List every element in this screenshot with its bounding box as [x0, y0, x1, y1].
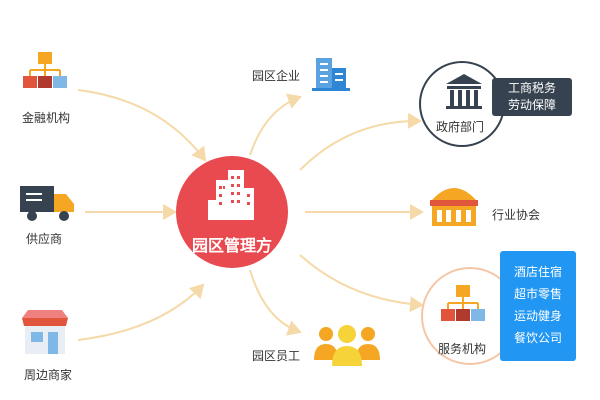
- connector-arrows: [77, 89, 424, 341]
- government-building-icon: [446, 74, 482, 109]
- city-buildings-icon: [208, 170, 254, 220]
- government-tag: 劳动保障: [507, 98, 556, 112]
- supplier-label: 供应商: [26, 232, 63, 246]
- arrow-center-to-government: [299, 112, 422, 171]
- government-label: 政府部门: [436, 120, 485, 134]
- arrow-center-to-service: [299, 254, 424, 313]
- service-label: 服务机构: [438, 342, 487, 356]
- center-node-label: 园区管理方: [191, 236, 272, 255]
- association-label: 行业协会: [492, 208, 541, 222]
- service-tag: 酒店住宿: [513, 265, 562, 279]
- enterprise-label: 园区企业: [252, 69, 301, 83]
- service-tag: 运动健身: [513, 309, 562, 323]
- government-tags-box: 工商税务 劳动保障: [492, 78, 572, 116]
- people-group-icon: [314, 325, 380, 366]
- org-chart-icon: [441, 285, 485, 321]
- office-building-icon: [312, 58, 350, 91]
- staff-label: 园区员工: [252, 349, 301, 363]
- arrow-center-to-staff: [249, 269, 302, 336]
- service-tag: 餐饮公司: [513, 331, 562, 345]
- arrow-center-to-enterprise: [249, 93, 302, 156]
- service-tag: 超市零售: [513, 287, 562, 301]
- service-tags-box: 酒店住宿 超市零售 运动健身 餐饮公司: [500, 251, 576, 361]
- delivery-truck-icon: [20, 186, 74, 221]
- storefront-icon: [22, 310, 68, 354]
- finance-label: 金融机构: [22, 111, 71, 125]
- government-tag: 工商税务: [507, 81, 556, 95]
- government-node: [419, 61, 505, 147]
- merchant-label: 周边商家: [24, 368, 73, 382]
- center-node: [176, 156, 288, 268]
- org-chart-icon: [23, 52, 67, 88]
- arrow-merchant-to-center: [77, 283, 205, 341]
- arrow-finance-to-center: [77, 89, 207, 162]
- association-hall-icon: [430, 188, 478, 226]
